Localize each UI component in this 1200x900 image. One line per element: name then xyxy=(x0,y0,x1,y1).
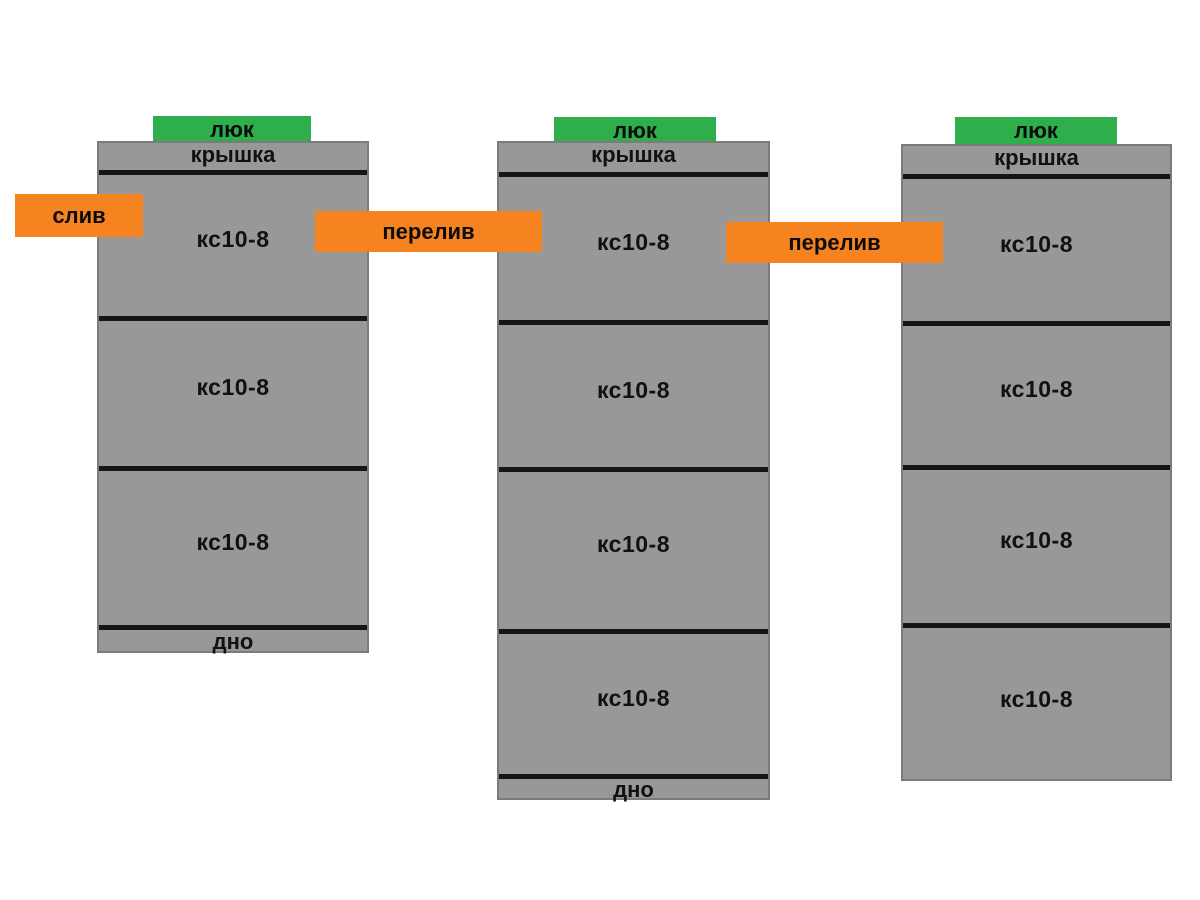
ring-section: кс10-8 xyxy=(903,628,1170,783)
ring-section: кс10-8 xyxy=(903,326,1170,465)
ring-label: кс10-8 xyxy=(196,528,270,555)
ring-label: кс10-8 xyxy=(999,527,1074,553)
ring-label: кс10-8 xyxy=(596,684,671,711)
ring-label: кс10-8 xyxy=(596,376,671,403)
hatch-label-tank-2: люк xyxy=(554,117,716,144)
joint-line xyxy=(903,321,1170,326)
ring-section: кс10-8 xyxy=(903,470,1170,623)
ring-label: кс10-8 xyxy=(596,229,671,255)
joint-line xyxy=(499,774,768,779)
lid-label: крышка xyxy=(190,142,276,167)
joint-line xyxy=(499,172,768,177)
joint-line xyxy=(499,467,768,472)
joint-line xyxy=(99,316,367,321)
ring-label: кс10-8 xyxy=(196,374,270,400)
ring-section: кс10-8 xyxy=(99,175,367,316)
ring-section: кс10-8 xyxy=(499,634,768,774)
ring-section: кс10-8 xyxy=(499,472,768,629)
ring-section: кс10-8 xyxy=(99,321,367,466)
ring-label: кс10-8 xyxy=(196,226,270,252)
lid-label: крышка xyxy=(994,145,1079,170)
overflow-label-1: перелив xyxy=(315,211,542,252)
hatch-label-tank-3: люк xyxy=(955,117,1117,145)
joint-line xyxy=(903,623,1170,628)
ring-label: кс10-8 xyxy=(999,686,1074,712)
ring-section: кс10-8 xyxy=(903,179,1170,321)
joint-line xyxy=(99,466,367,471)
ring-label: кс10-8 xyxy=(596,531,671,557)
joint-line xyxy=(99,625,367,630)
drain-label: слив xyxy=(15,194,143,237)
joint-line xyxy=(99,170,367,175)
overflow-label-2: перелив xyxy=(726,222,943,263)
ring-label: кс10-8 xyxy=(999,376,1074,402)
joint-line xyxy=(903,465,1170,470)
hatch-label-tank-1: люк xyxy=(153,116,311,143)
ring-section: кс10-8 xyxy=(499,177,768,320)
tank-3: крышка кс10-8 кс10-8 кс10-8 кс10-8 xyxy=(901,144,1172,781)
ring-label: кс10-8 xyxy=(999,230,1074,257)
joint-line xyxy=(499,320,768,325)
joint-line xyxy=(499,629,768,634)
ring-section: кс10-8 xyxy=(499,325,768,467)
joint-line xyxy=(903,174,1170,179)
ring-section: кс10-8 xyxy=(99,471,367,625)
bottom-label: дно xyxy=(212,628,254,654)
lid-label: крышка xyxy=(591,142,676,167)
tank-2: крышка кс10-8 кс10-8 кс10-8 кс10-8 дно xyxy=(497,141,770,802)
bottom-label: дно xyxy=(613,776,654,802)
